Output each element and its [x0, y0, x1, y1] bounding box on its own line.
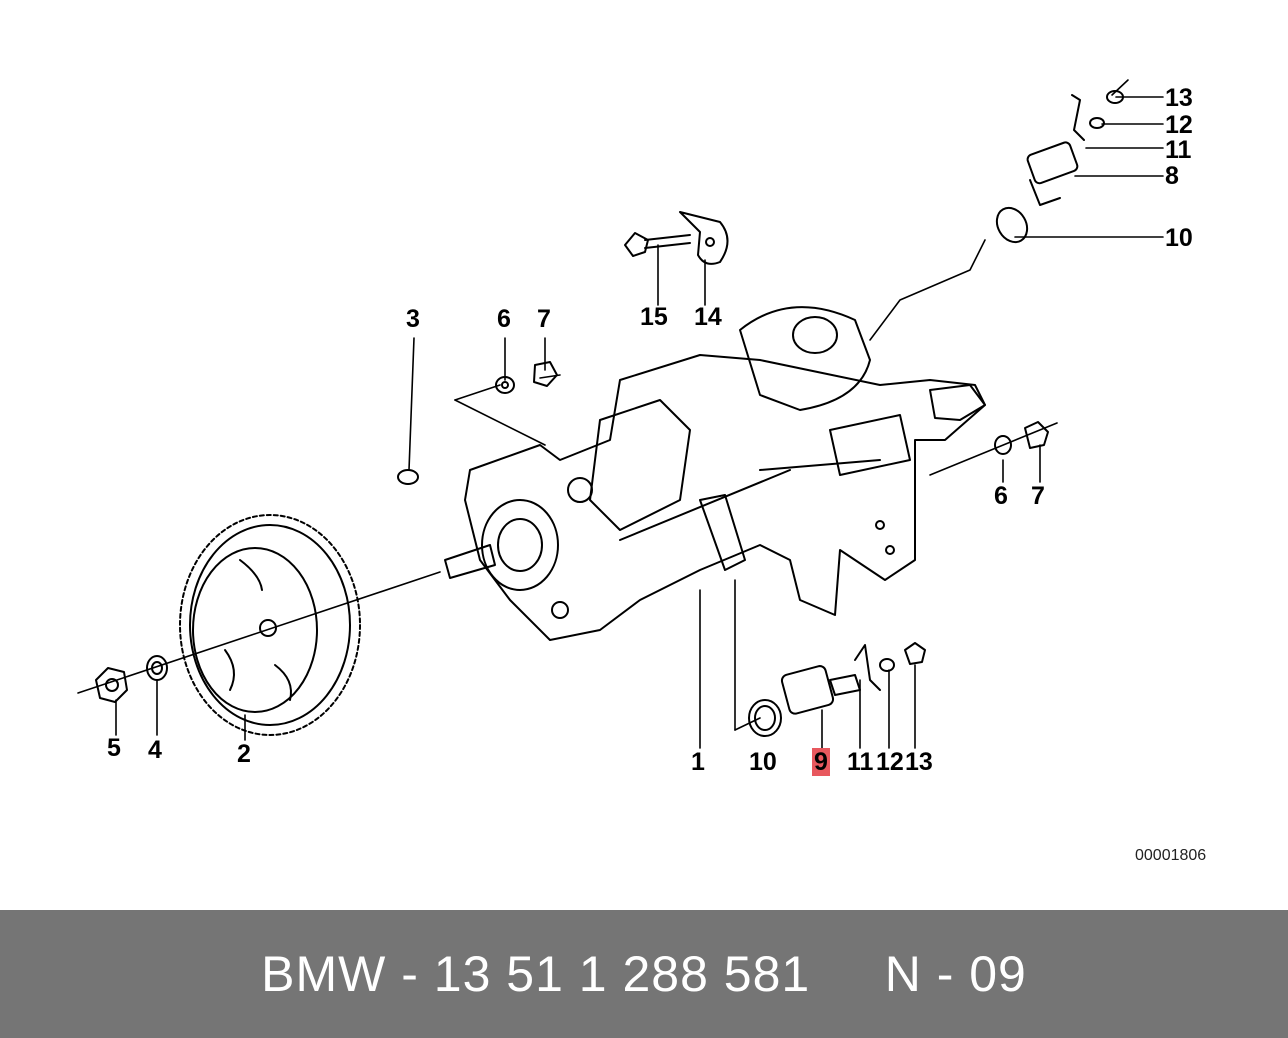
callout-12-upper: 12	[1165, 111, 1193, 139]
callout-4: 4	[148, 736, 162, 764]
bolt-and-bracket	[624, 211, 729, 265]
callout-9-highlighted[interactable]: 9	[812, 748, 830, 776]
part-number: 13 51 1 288 581	[433, 946, 811, 1002]
callout-14: 14	[694, 303, 722, 331]
callout-3: 3	[406, 305, 420, 333]
brand-name: BMW	[261, 946, 387, 1002]
parts-diagram: 13 12 11 8 10 15 14 3 6 7 6 7 5 4 2 1 10…	[77, 79, 1207, 864]
callout-13-lower: 13	[905, 748, 933, 776]
group-code: N - 09	[884, 946, 1027, 1002]
pump-body	[444, 306, 986, 641]
injection-pump-exploded-view	[77, 79, 1164, 749]
drive-gear	[179, 514, 361, 736]
separator: -	[401, 946, 419, 1002]
washer-nut-upper	[495, 361, 558, 394]
callout-7-right: 7	[1031, 482, 1045, 510]
lower-switch-assembly	[748, 642, 926, 737]
part-info-footer: BMW - 13 51 1 288 581 N - 09	[0, 910, 1288, 1038]
gear-nut-washer	[95, 655, 168, 703]
upper-switch-assembly	[995, 90, 1124, 244]
callout-10-upper: 10	[1165, 224, 1193, 252]
callout-6-upper: 6	[497, 305, 511, 333]
callout-2: 2	[237, 740, 251, 768]
callout-8: 8	[1165, 162, 1179, 190]
callout-6-right: 6	[994, 482, 1008, 510]
diagram-code: 00001806	[1135, 847, 1207, 864]
part-caption: BMW - 13 51 1 288 581 N - 09	[0, 910, 1288, 1038]
callout-5: 5	[107, 734, 121, 762]
callout-1: 1	[691, 748, 705, 776]
callout-11-lower: 11	[847, 748, 874, 776]
callout-15: 15	[640, 303, 668, 331]
washer-nut-right	[994, 421, 1049, 455]
callout-11-upper: 11	[1165, 136, 1192, 164]
callout-10-lower: 10	[749, 748, 777, 776]
callout-12-lower: 12	[876, 748, 904, 776]
callout-13-upper: 13	[1165, 84, 1193, 112]
callout-7-upper: 7	[537, 305, 551, 333]
leader-lines	[77, 79, 1164, 749]
woodruff-key	[397, 469, 419, 485]
